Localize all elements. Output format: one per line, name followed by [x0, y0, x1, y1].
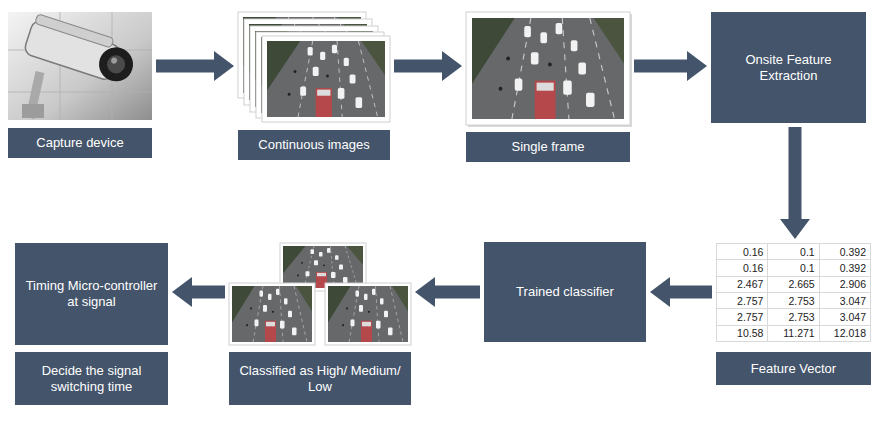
table-cell: 3.047 [820, 309, 871, 325]
caption-box: Classified as High/ Medium/ Low [229, 243, 411, 405]
feature-table: 0.160.10.3920.160.10.3922.4672.6652.9062… [716, 243, 871, 342]
flow-arrow [634, 60, 687, 73]
flow-arrow [192, 286, 225, 299]
flow-arrow [789, 127, 802, 219]
table-cell: 0.392 [820, 244, 871, 260]
table-cell: 12.018 [820, 326, 871, 342]
flow-arrow [670, 286, 712, 299]
flow-arrow [156, 60, 214, 73]
process-box: Trained classifier [484, 242, 646, 342]
table-cell: 0.16 [717, 244, 768, 260]
node-text: Single frame [466, 132, 630, 162]
table-cell: 11.271 [768, 326, 819, 342]
table-cell: 2.757 [717, 293, 768, 309]
table-cell: 2.753 [768, 309, 819, 325]
node-text: Timing Micro-controller at signal [23, 278, 160, 310]
process-box: Onsite Feature Extraction [711, 12, 866, 123]
table-cell: 0.1 [768, 260, 819, 276]
table-cell: 0.392 [820, 260, 871, 276]
node-text: Feature Vector [716, 352, 871, 385]
table-cell: 3.047 [820, 293, 871, 309]
flow-arrow [435, 286, 480, 299]
node-text: Trained classifier [516, 284, 614, 300]
single-frame-picture [466, 12, 632, 127]
caption-box: Continuous images [238, 12, 390, 160]
table-cell: 2.757 [717, 309, 768, 325]
table-cell: 2.906 [820, 277, 871, 293]
caption-box: Single frame [466, 12, 630, 162]
classified-pictures [229, 243, 411, 345]
camera-picture [8, 12, 152, 120]
process-box: Timing Micro-controller at signal [15, 243, 168, 345]
table-cell: 0.16 [717, 260, 768, 276]
node-text: Capture device [8, 128, 152, 158]
table-cell: 2.665 [768, 277, 819, 293]
node-text: Continuous images [238, 130, 390, 160]
image-stack [238, 12, 390, 122]
node-text: Decide the signal switching time [23, 363, 160, 395]
flow-arrow [394, 60, 442, 73]
table-cell: 2.753 [768, 293, 819, 309]
node-text: Classified as High/ Medium/ Low [229, 352, 411, 405]
caption-box: Decide the signal switching time [15, 352, 168, 405]
caption-box: Capture device [8, 12, 152, 158]
table-cell: 0.1 [768, 244, 819, 260]
table-cell: 10.58 [717, 326, 768, 342]
node-text: Onsite Feature Extraction [719, 52, 858, 84]
table-cell: 2.467 [717, 277, 768, 293]
